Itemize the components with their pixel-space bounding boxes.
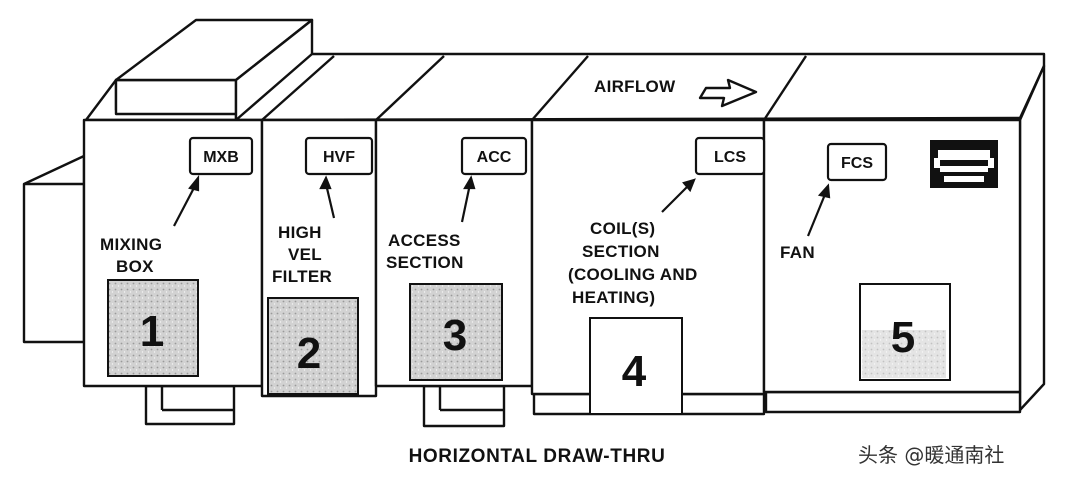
section-code-lcs: LCS: [714, 149, 746, 166]
arrow-right-icon: [698, 78, 758, 108]
panel-3: [409, 283, 503, 381]
label-high-vel-filter: HIGH VEL FILTER: [272, 223, 332, 286]
section-number-2: 2: [297, 329, 321, 378]
diagram-caption: HORIZONTAL DRAW-THRU: [408, 446, 666, 467]
label-coils-section: COIL(S) SECTION (COOLING AND HEATING): [568, 219, 703, 307]
section-number-3: 3: [443, 311, 467, 360]
watermark: 头条 @暖通南社: [858, 443, 1005, 467]
label-access-section: ACCESS SECTION: [386, 231, 466, 272]
motor-control-icon: [930, 140, 998, 188]
label-fan: FAN: [780, 243, 815, 262]
section-number-4: 4: [622, 347, 647, 396]
section-code-fcs: FCS: [841, 155, 873, 172]
top-damper-box: [84, 18, 314, 122]
end-face: [1018, 64, 1046, 412]
panel-2: [267, 297, 359, 395]
section-code-mxb: MXB: [203, 149, 239, 166]
base-supports: [144, 384, 1022, 428]
side-duct: [22, 154, 86, 344]
airflow-label: AIRFLOW: [594, 77, 676, 96]
section-code-acc: ACC: [477, 149, 512, 166]
panel-1: [107, 279, 199, 377]
section-code-hvf: HVF: [323, 149, 355, 166]
panel-4: [589, 317, 683, 415]
section-number-1: 1: [140, 307, 164, 356]
label-mixing-box: MIXING BOX: [100, 235, 167, 276]
section-number-5: 5: [891, 313, 915, 362]
